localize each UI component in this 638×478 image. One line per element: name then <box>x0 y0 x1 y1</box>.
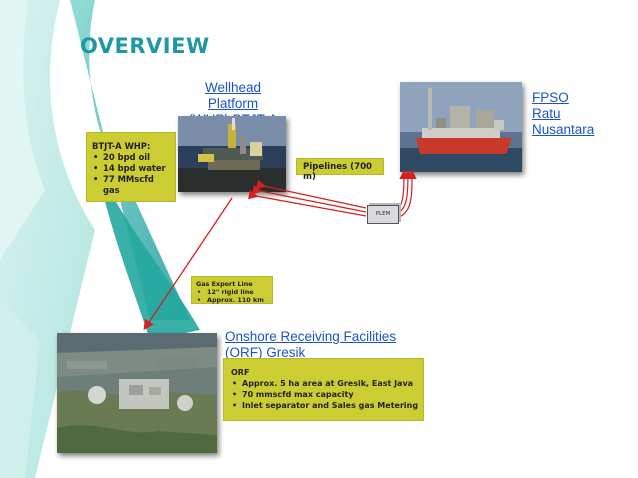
plem-label: PLEM <box>375 211 391 217</box>
whp-box-list: 20 bpd oil 14 bpd water 77 MMscfd gas <box>92 152 172 196</box>
fpso-photo <box>400 82 522 172</box>
orf-link[interactable]: Onshore Receiving Facilities (ORF) Gresi… <box>225 329 405 361</box>
fpso-label-line1: FPSO <box>532 90 569 105</box>
pipelines-label: Pipelines (700 m) <box>303 162 373 182</box>
gas-export-box: Gas Export Line 12" rigid line Approx. 1… <box>191 276 273 304</box>
wellhead-label-line1: Wellhead Platform <box>204 80 262 111</box>
plem-block: PLEM <box>367 205 399 224</box>
list-item: 20 bpd oil <box>92 152 172 163</box>
orf-label-line2: (ORF) Gresik <box>225 345 306 360</box>
whp-info-box: BTJT-A WHP: 20 bpd oil 14 bpd water 77 M… <box>86 132 176 202</box>
whp-box-title: BTJT-A WHP: <box>92 141 151 151</box>
fpso-label-line3: Nusantara <box>532 122 595 137</box>
gas-export-list: 12" rigid line Approx. 110 km <box>196 288 270 304</box>
wellhead-platform-photo <box>178 116 286 192</box>
list-item: 70 mmscfd max capacity <box>231 389 420 400</box>
fpso-link[interactable]: FPSO Ratu Nusantara <box>532 90 602 138</box>
list-item: Approx. 110 km <box>196 296 270 304</box>
list-item: 77 MMscfd gas <box>92 174 172 196</box>
list-item: 12" rigid line <box>196 288 270 296</box>
list-item: 14 bpd water <box>92 163 172 174</box>
orf-aerial-photo <box>57 333 217 453</box>
fpso-label-line2: Ratu <box>532 106 561 121</box>
orf-info-box: ORF Approx. 5 ha area at Gresik, East Ja… <box>223 358 424 421</box>
list-item: Approx. 5 ha area at Gresik, East Java <box>231 378 420 389</box>
pipelines-label-box: Pipelines (700 m) <box>296 158 384 182</box>
orf-label-line1: Onshore Receiving Facilities <box>225 329 397 344</box>
gas-export-title: Gas Export Line <box>196 280 253 288</box>
orf-box-list: Approx. 5 ha area at Gresik, East Java 7… <box>231 378 420 411</box>
orf-box-title: ORF <box>231 368 250 377</box>
list-item: Inlet separator and Sales gas Metering <box>231 400 420 411</box>
page-title: OVERVIEW <box>80 34 210 58</box>
